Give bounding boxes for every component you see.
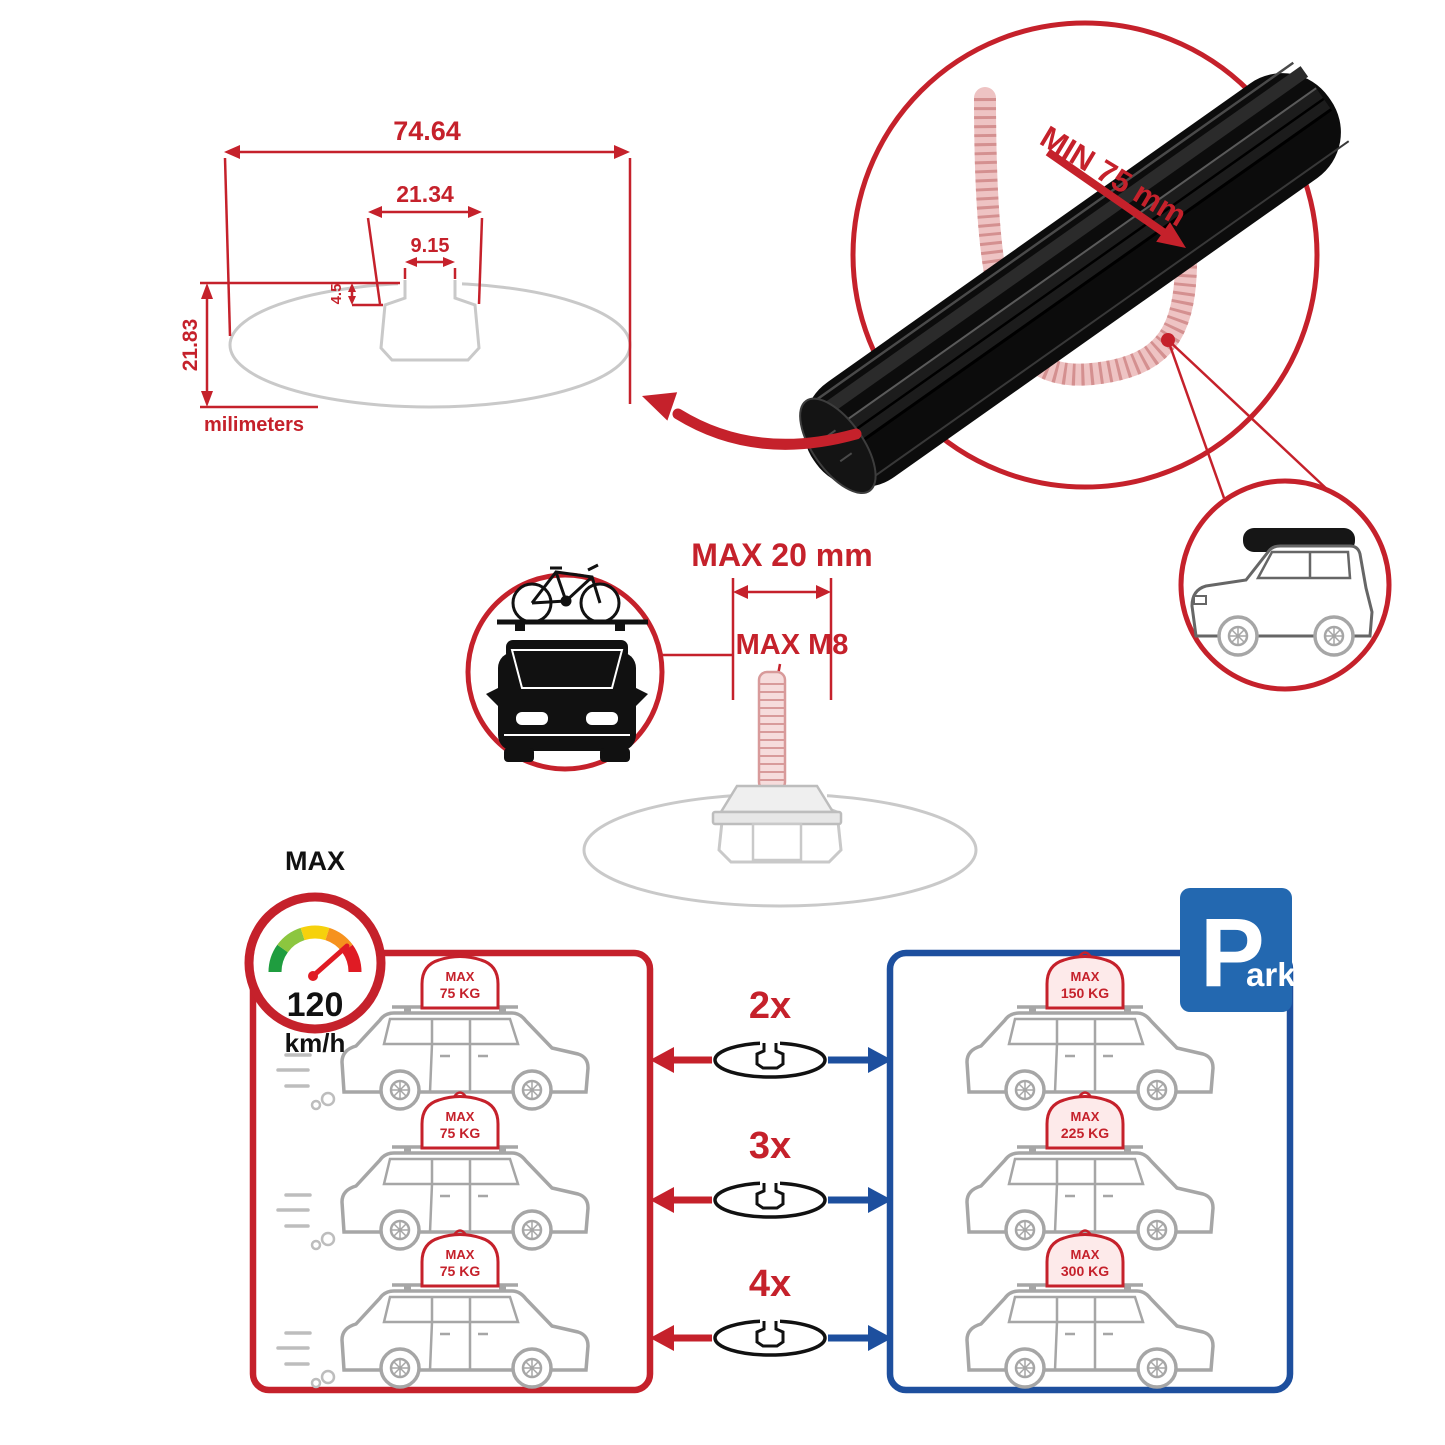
speed-unit: km/h bbox=[285, 1028, 346, 1058]
profile-t-slot bbox=[379, 280, 481, 362]
cross-section-diagram: 74.64 21.34 9.15 4.5 21.83 milimete bbox=[179, 116, 632, 436]
multiplier-3x-label: 3x bbox=[749, 1125, 791, 1167]
speed-max-label: MAX bbox=[285, 846, 345, 876]
bolt-max-length-label: MAX 20 mm bbox=[691, 537, 872, 573]
multiplier-row-4x: 4x bbox=[650, 1263, 892, 1357]
multiplier-2x-label: 2x bbox=[749, 985, 791, 1027]
dim-slot-depth-label: 4.5 bbox=[328, 284, 345, 305]
park-sign-letter: P bbox=[1200, 898, 1265, 1007]
gauge-needle bbox=[310, 943, 350, 979]
dynamic-cars: MAX 75 KG MAX 75 KG MAX 75 KG bbox=[276, 951, 588, 1389]
static-cargo-1-weight: 150 KG bbox=[1061, 985, 1109, 1001]
multiplier-4x-label: 4x bbox=[749, 1263, 791, 1305]
static-cargo-1-max: MAX bbox=[1071, 969, 1100, 984]
crossbar-profile-icon-3 bbox=[713, 1316, 827, 1357]
bolt-max-thread-label: MAX M8 bbox=[736, 629, 849, 661]
zoom-detail: MIN 75 mm bbox=[642, 20, 1350, 499]
threaded-stud bbox=[757, 670, 787, 792]
static-cargo-3-max: MAX bbox=[1071, 1247, 1100, 1262]
speed-value: 120 bbox=[287, 986, 344, 1024]
suv-front-wheel bbox=[1217, 615, 1259, 657]
suv-roofbox-bubble bbox=[1178, 478, 1392, 692]
crossbar-3d bbox=[799, 61, 1350, 495]
static-cars: MAX 150 KG MAX 225 KG MAX 300 KG bbox=[967, 951, 1213, 1388]
dim-channel-width-label: 21.34 bbox=[396, 181, 454, 207]
bike-icon bbox=[511, 563, 621, 624]
park-sign: P ark bbox=[1180, 888, 1296, 1012]
static-cargo-3-weight: 300 KG bbox=[1061, 1263, 1109, 1279]
dim-slot-width-label: 9.15 bbox=[411, 235, 450, 257]
t-bolt-head bbox=[711, 784, 843, 862]
dynamic-cargo-3-weight: 75 KG bbox=[440, 1263, 481, 1279]
gauge-circle bbox=[244, 892, 386, 1034]
park-sign-suffix: ark bbox=[1246, 956, 1296, 993]
dynamic-cargo-1-weight: 75 KG bbox=[440, 985, 481, 1001]
dim-total-height-label: 21.83 bbox=[179, 319, 202, 372]
crossbar-profile-icon-2 bbox=[713, 1178, 827, 1219]
multiplier-row-2x: 2x bbox=[650, 985, 892, 1079]
static-cargo-2-weight: 225 KG bbox=[1061, 1125, 1109, 1141]
bolt-spec: MAX 20 mm MAX M8 bbox=[582, 537, 978, 908]
speed-limit-gauge: MAX 120 km/h bbox=[244, 846, 386, 1058]
crossbar-profile-icon-1 bbox=[713, 1038, 827, 1079]
bike-car-bubble bbox=[465, 563, 733, 772]
min-grip-arrow bbox=[1045, 148, 1169, 238]
multiplier-row-3x: 3x bbox=[650, 1125, 892, 1219]
dim-units-label: milimeters bbox=[204, 414, 304, 436]
suv-rear-wheel bbox=[1313, 615, 1355, 657]
dynamic-cargo-2-max: MAX bbox=[446, 1109, 475, 1124]
zoom-pointer-arrow bbox=[672, 408, 862, 450]
dim-total-width-label: 74.64 bbox=[393, 116, 461, 146]
u-bolt bbox=[974, 87, 1198, 386]
car-front-icon bbox=[486, 640, 648, 762]
zoom-circle bbox=[850, 20, 1320, 490]
dynamic-cargo-1-max: MAX bbox=[446, 969, 475, 984]
dynamic-cargo-2-weight: 75 KG bbox=[440, 1125, 481, 1141]
static-cargo-2-max: MAX bbox=[1071, 1109, 1100, 1124]
dynamic-cargo-3-max: MAX bbox=[446, 1247, 475, 1262]
